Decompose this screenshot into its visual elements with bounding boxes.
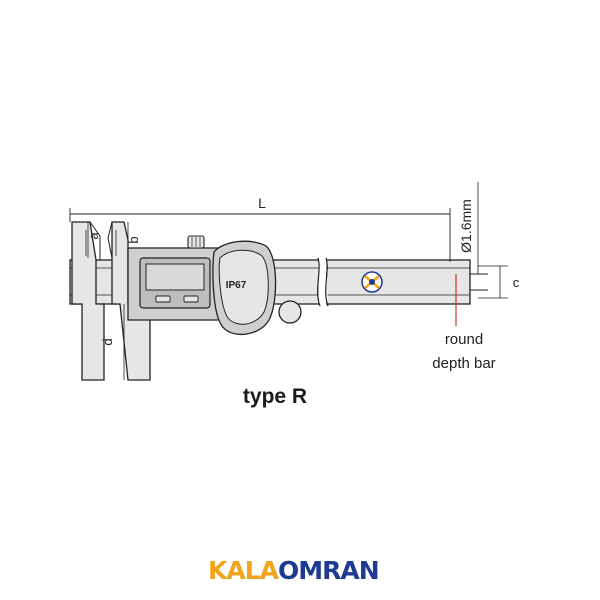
label-depth-bar: depth bar bbox=[432, 355, 495, 372]
dimension-b: b bbox=[126, 222, 141, 258]
label-b: b bbox=[126, 236, 141, 243]
brand-emblem-icon bbox=[361, 271, 383, 293]
fine-adjust-roller bbox=[278, 300, 302, 324]
dimension-c: c bbox=[478, 265, 520, 299]
logo-part-kala: KALA bbox=[208, 556, 279, 585]
sliding-jaw bbox=[107, 221, 151, 381]
label-bar-diameter: Ø1.6mm bbox=[458, 199, 474, 253]
ip-rating-label: IP67 bbox=[226, 280, 247, 291]
dimension-bar-diameter: Ø1.6mm bbox=[458, 182, 479, 274]
dimension-L: L bbox=[69, 195, 451, 262]
lcd-button-left bbox=[155, 295, 171, 303]
round-depth-bar-callout: round depth bar bbox=[432, 292, 496, 372]
label-c: c bbox=[513, 275, 520, 290]
label-a: a bbox=[86, 232, 101, 240]
logo-part-omran: OMRAN bbox=[278, 556, 380, 585]
label-L: L bbox=[258, 195, 266, 211]
dimension-a: a bbox=[86, 222, 101, 258]
brand-logo: KALAOMRAN bbox=[208, 556, 380, 586]
electronics-housing: IP67 bbox=[212, 240, 277, 336]
dimension-d: d bbox=[100, 304, 125, 380]
label-round: round bbox=[445, 331, 483, 348]
fixed-jaw bbox=[71, 221, 105, 381]
diagram-caption: type R bbox=[242, 385, 308, 408]
depth-bar bbox=[455, 273, 488, 292]
lcd-display bbox=[139, 257, 211, 309]
lcd-button-right bbox=[183, 295, 199, 303]
label-d: d bbox=[100, 338, 115, 345]
